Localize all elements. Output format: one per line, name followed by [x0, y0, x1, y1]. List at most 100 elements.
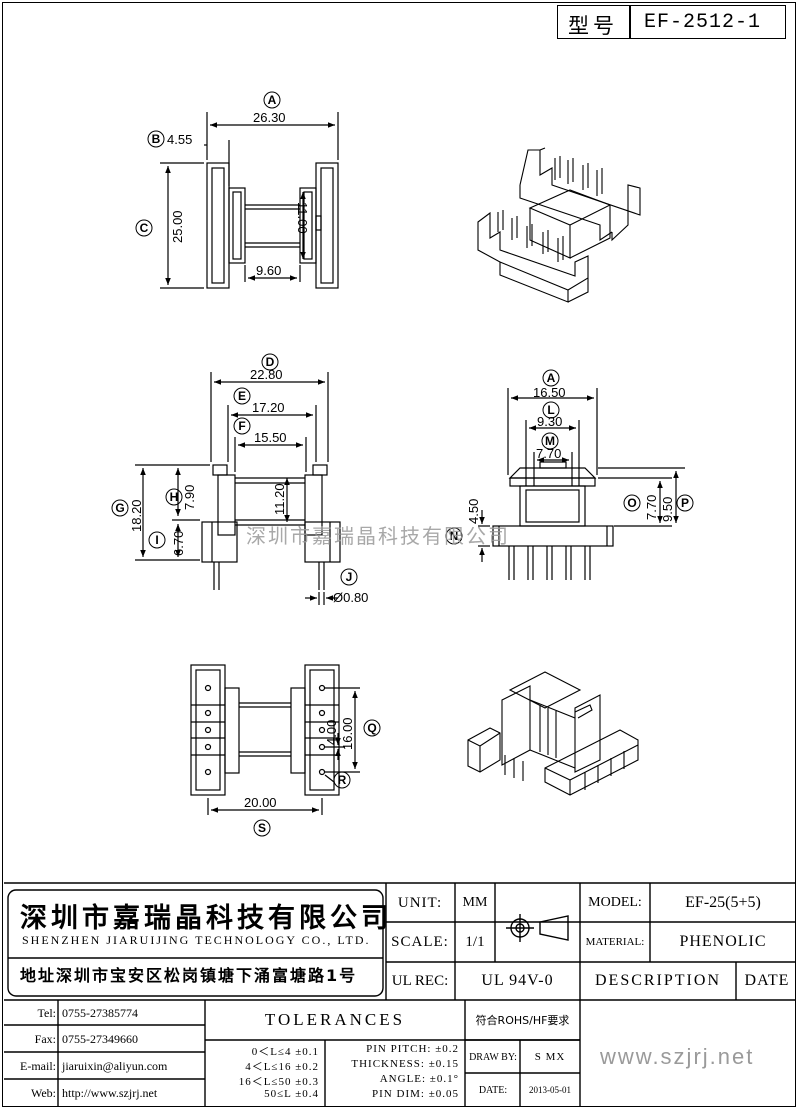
model-spec-label: MODEL: — [588, 895, 642, 910]
svg-text:O: O — [627, 496, 636, 510]
label-N: N — [445, 527, 463, 545]
unit-value: MM — [462, 895, 488, 910]
dim-front-j: Ø0.80 — [333, 590, 368, 605]
dim-front-i: 6.70 — [171, 531, 186, 556]
dim-bottom-s: 20.00 — [244, 795, 277, 810]
bottom-view — [190, 664, 360, 815]
tolerance-row: 4＜L≤16 ±0.2 — [245, 1061, 319, 1073]
tolerance-row: 16＜L≤50 ±0.3 — [238, 1076, 319, 1088]
title-block-grid — [4, 882, 796, 1107]
material-label: MATERIAL: — [585, 936, 645, 948]
top-view — [160, 112, 339, 289]
svg-text:M: M — [545, 434, 555, 448]
tolerances-header: TOLERANCES — [264, 1010, 406, 1029]
dim-side-a: 16.50 — [533, 385, 566, 400]
scale-label: SCALE: — [391, 933, 449, 950]
dim-top-b: 4.55 — [167, 132, 192, 147]
pin-tolerance-row: ANGLE: ±0.1° — [379, 1073, 459, 1085]
svg-text:J: J — [346, 570, 353, 584]
svg-text:A: A — [268, 93, 277, 107]
dim-side-l: 9.30 — [537, 414, 562, 429]
unit-label: UNIT: — [397, 894, 443, 911]
pin-tolerance-row: THICKNESS: ±0.15 — [351, 1058, 459, 1070]
dim-side-p: 9.50 — [660, 497, 675, 522]
web-label: Web: — [30, 1085, 56, 1100]
label-B: B — [147, 130, 165, 148]
website-watermark: www.szjrj.net — [600, 1044, 755, 1069]
front-view — [135, 372, 341, 605]
label-G: G — [111, 499, 129, 517]
svg-text:F: F — [238, 419, 245, 433]
dim-side-m: 7.70 — [536, 446, 561, 461]
tel-value: 0755-27385774 — [62, 1005, 138, 1020]
fax-value: 0755-27349660 — [62, 1031, 138, 1046]
ulrec-label: UL REC: — [391, 972, 449, 989]
label-L: L — [542, 401, 560, 419]
dim-side-n: 4.50 — [466, 499, 481, 524]
dim-top-base: 9.60 — [256, 263, 281, 278]
rohs-note: 符合ROHS/HF要求 — [475, 1014, 570, 1027]
dim-top-inner: 11.00 — [295, 202, 310, 234]
web-value: http://www.szjrj.net — [62, 1085, 158, 1100]
label-E: E — [233, 387, 251, 405]
svg-text:N: N — [450, 529, 459, 543]
tel-label: Tel: — [37, 1005, 57, 1020]
model-value: EF-2512-1 — [644, 11, 762, 34]
svg-text:S: S — [258, 821, 266, 835]
dim-front-h: 7.90 — [182, 485, 197, 510]
side-view — [478, 388, 685, 580]
svg-text:Q: Q — [367, 721, 376, 735]
label-R: R — [333, 771, 351, 789]
svg-text:D: D — [266, 355, 275, 369]
dim-front-g: 18.20 — [129, 499, 144, 532]
label-C: C — [135, 219, 153, 237]
svg-text:L: L — [547, 403, 554, 417]
label-F: F — [233, 417, 251, 435]
label-J: J — [340, 568, 358, 586]
label-H: H — [165, 488, 183, 506]
tolerance-row: 0＜L≤4 ±0.1 — [251, 1046, 319, 1058]
description-header: DESCRIPTION — [594, 972, 721, 989]
label-S: S — [253, 819, 271, 837]
date-label: DATE: — [478, 1084, 508, 1096]
date-header: DATE — [744, 972, 790, 989]
ulrec-value: UL 94V-0 — [481, 972, 554, 989]
model-spec-value: EF-25(5+5) — [685, 894, 761, 911]
label-O: O — [623, 494, 641, 512]
draw-by-value: S MX — [534, 1051, 566, 1063]
dim-front-core: 11.20 — [272, 483, 287, 515]
label-A-side: A — [542, 369, 560, 387]
label-D: D — [261, 353, 279, 371]
dim-front-e: 17.20 — [252, 400, 285, 415]
svg-text:E: E — [238, 389, 246, 403]
label-I: I — [148, 531, 166, 549]
pin-tolerance-row: PIN DIM: ±0.05 — [372, 1088, 459, 1100]
svg-text:P: P — [681, 496, 689, 510]
svg-text:G: G — [115, 501, 124, 515]
svg-text:A: A — [547, 371, 556, 385]
model-number-box: 型号 EF-2512-1 — [557, 5, 786, 39]
svg-text:R: R — [338, 773, 347, 787]
draw-by-label: DRAW BY: — [469, 1051, 517, 1063]
dim-bottom-q2: 4.00 — [324, 720, 339, 745]
scale-value: 1/1 — [465, 933, 485, 950]
dim-front-f: 15.50 — [254, 430, 287, 445]
svg-text:H: H — [170, 490, 179, 504]
dim-side-o: 7.70 — [644, 495, 659, 520]
company-name-en: SHENZHEN JIARUIJING TECHNOLOGY CO., LTD. — [22, 933, 371, 947]
dim-bottom-q1: 16.00 — [340, 717, 355, 750]
date-value: 2013-05-01 — [529, 1085, 571, 1095]
dim-front-d: 22.80 — [250, 367, 283, 382]
label-P: P — [676, 494, 694, 512]
model-label: 型号 — [568, 15, 618, 38]
label-M: M — [541, 432, 559, 450]
label-A-top: A — [263, 91, 281, 109]
fax-label: Fax: — [34, 1031, 56, 1046]
svg-text:B: B — [152, 132, 161, 146]
label-Q: Q — [363, 719, 381, 737]
tolerance-row: 50≤L ±0.4 — [264, 1088, 319, 1100]
email-value: jiaruixin@aliyun.com — [62, 1058, 168, 1073]
isometric-view-bottom — [467, 671, 639, 796]
material-value: PHENOLIC — [679, 933, 767, 950]
